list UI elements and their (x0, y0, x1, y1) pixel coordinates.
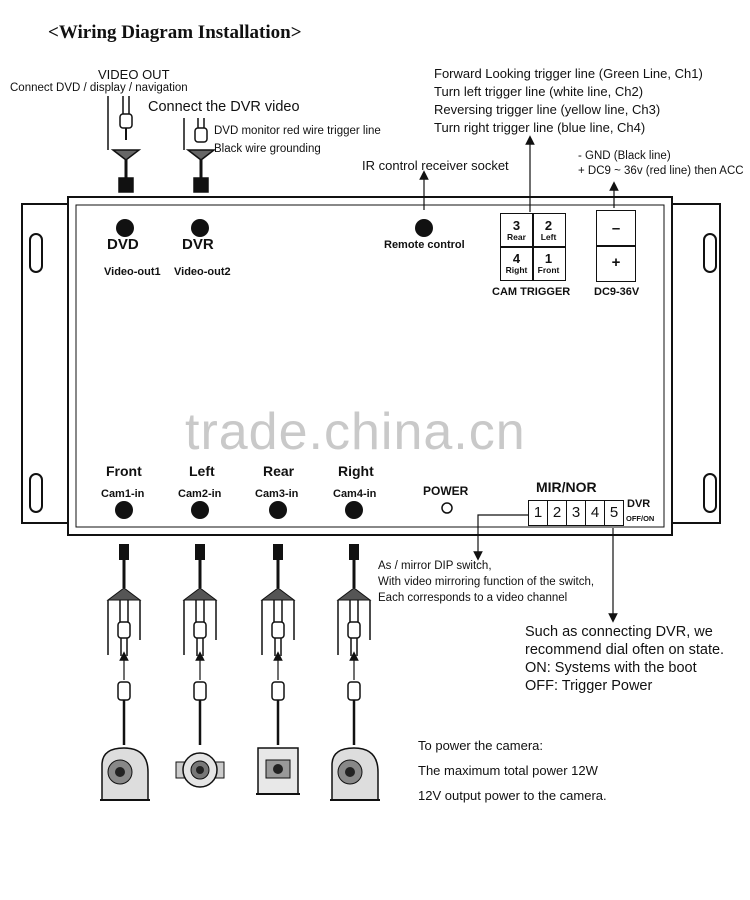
mirror-note-3: Each corresponds to a video channel (378, 592, 568, 604)
cam4-port: Cam4-in (333, 488, 377, 500)
camera-2-icon (175, 752, 225, 788)
cam3-name: Rear (263, 463, 295, 479)
dip-1[interactable]: 1 (529, 501, 548, 525)
cam4-name: Right (338, 463, 374, 479)
dvr-port-label: DVR (182, 236, 214, 253)
dip-2[interactable]: 2 (548, 501, 567, 525)
video-out-label: VIDEO OUT (98, 67, 170, 82)
dvr-note-3: ON: Systems with the boot (525, 660, 697, 676)
cam-trigger-label: CAM TRIGGER (492, 286, 571, 298)
dip-5[interactable]: 5 (609, 504, 619, 521)
dvr-connector-icon (183, 118, 217, 193)
cam1-name: Front (106, 463, 142, 479)
mirror-note-1: As / mirror DIP switch, (378, 560, 492, 572)
power-note-3: 12V output power to the camera. (418, 788, 607, 803)
camera-2-chain (175, 544, 225, 788)
power-label: POWER (423, 484, 469, 498)
dvr-switch-label: DVR (627, 498, 651, 510)
dc-plus: + (611, 254, 621, 271)
dvr-socket-icon (191, 219, 209, 237)
camera-1-chain (100, 544, 150, 801)
trigger-line-3: Reversing trigger line (yellow line, Ch3… (434, 102, 661, 117)
dip-switch[interactable]: 1 2 3 4 5 (528, 500, 624, 526)
dvd-port-label: DVD (107, 236, 139, 253)
mir-nor-label: MIR/NOR (536, 479, 597, 495)
cam1-socket-icon (115, 501, 133, 519)
cam2-port: Cam2-in (178, 488, 222, 500)
dvr-video-label: Connect the DVR video (148, 99, 300, 115)
camera-1-icon (100, 747, 150, 801)
dc-label: + DC9 ~ 36v (red line) then ACC (578, 165, 744, 177)
right-mount-ear (672, 203, 721, 524)
power-led-icon (441, 502, 453, 514)
control-box-outline (67, 196, 673, 536)
cam3-port: Cam3-in (255, 488, 299, 500)
cam4-socket-icon (345, 501, 363, 519)
trigger-line-1: Forward Looking trigger line (Green Line… (434, 66, 703, 81)
remote-control-label: Remote control (384, 239, 465, 251)
trigger-line-2: Turn left trigger line (white line, Ch2) (434, 84, 644, 99)
power-note-2: The maximum total power 12W (418, 763, 598, 778)
camera-3-icon (256, 747, 300, 795)
dip-4[interactable]: 4 (586, 501, 605, 525)
dvd-port-sub: Video-out1 (104, 266, 161, 278)
ir-socket-label: IR control receiver socket (362, 158, 509, 173)
remote-socket-icon (415, 219, 433, 237)
dvr-port-sub: Video-out2 (174, 266, 231, 278)
dvd-socket-icon (116, 219, 134, 237)
dip-3[interactable]: 3 (567, 501, 586, 525)
camera-4-chain (330, 544, 380, 801)
dvd-connector-icon (107, 96, 142, 193)
cam2-name: Left (189, 463, 215, 479)
gnd-label: - GND (Black line) (578, 150, 671, 162)
dvr-note-1: Such as connecting DVR, we (525, 624, 713, 640)
video-out-desc: Connect DVD / display / navigation (10, 82, 188, 94)
dvr-note-4: OFF: Trigger Power (525, 678, 653, 694)
dc-terminal: – + (596, 210, 636, 282)
camera-3-chain (256, 544, 300, 795)
watermark: trade.china.cn (185, 403, 526, 461)
power-note-1: To power the camera: (418, 738, 544, 753)
dvr-note-2: recommend dial often on state. (525, 642, 725, 658)
dvr-switch-sub: OFF/ON (626, 514, 655, 523)
left-mount-ear (21, 203, 68, 524)
cam2-socket-icon (191, 501, 209, 519)
trigger-line-4: Turn right trigger line (blue line, Ch4) (434, 120, 646, 135)
page-title: <Wiring Diagram Installation> (48, 22, 302, 43)
dvr-trigger-label: DVD monitor red wire trigger line (214, 125, 381, 137)
dc-minus: – (611, 220, 621, 237)
ground-label: Black wire grounding (214, 143, 321, 155)
mirror-note-2: With video mirroring function of the swi… (378, 576, 595, 588)
camera-connectors (100, 544, 380, 801)
dc-range-label: DC9-36V (594, 286, 640, 298)
cam1-port: Cam1-in (101, 488, 145, 500)
cam3-socket-icon (269, 501, 287, 519)
camera-4-icon (330, 747, 380, 801)
